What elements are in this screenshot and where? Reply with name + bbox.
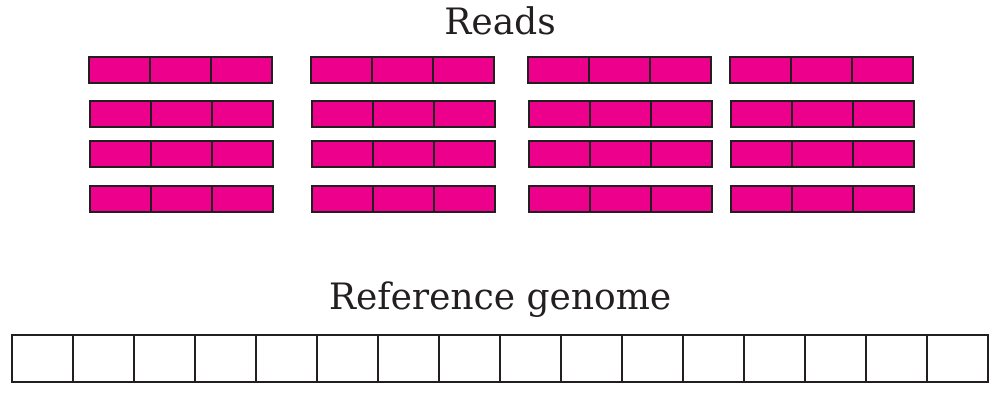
reference-segment [621, 334, 684, 383]
read [89, 140, 274, 168]
read-segment [650, 100, 713, 128]
read-segment [88, 56, 151, 84]
reference-segment [255, 334, 318, 383]
read-segment [527, 56, 590, 84]
read-segment [433, 185, 496, 213]
reads-area [88, 56, 915, 213]
reference-segment [72, 334, 135, 383]
read [730, 185, 915, 213]
read-segment [433, 140, 496, 168]
read [89, 100, 274, 128]
reference-segment [438, 334, 501, 383]
reference-segment [865, 334, 928, 383]
reference-segment [682, 334, 745, 383]
read-segment [851, 56, 914, 84]
read-segment [791, 185, 854, 213]
read-segment [372, 185, 435, 213]
read-segment [852, 100, 915, 128]
read [311, 140, 496, 168]
read-segment [311, 185, 374, 213]
reference-segment [194, 334, 257, 383]
reference-segment [11, 334, 74, 383]
read [528, 185, 713, 213]
read-segment [650, 140, 713, 168]
read-segment [729, 56, 792, 84]
read [527, 56, 712, 84]
read-segment [589, 100, 652, 128]
read [311, 185, 496, 213]
read-segment [311, 100, 374, 128]
read-segment [528, 185, 591, 213]
read-segment [790, 56, 853, 84]
read [88, 56, 273, 84]
reads-title: Reads [444, 2, 556, 43]
read-segment [432, 56, 495, 84]
read [730, 100, 915, 128]
read-segment [791, 140, 854, 168]
read [89, 185, 274, 213]
read-segment [730, 185, 793, 213]
read-segment [372, 100, 435, 128]
read-segment [210, 56, 273, 84]
read [729, 56, 914, 84]
read [528, 100, 713, 128]
read-segment [211, 100, 274, 128]
read-segment [211, 140, 274, 168]
read-segment [89, 185, 152, 213]
read-segment [650, 185, 713, 213]
read [730, 140, 915, 168]
read-segment [310, 56, 373, 84]
read-segment [588, 56, 651, 84]
read-segment [89, 100, 152, 128]
read [310, 56, 495, 84]
reference-segment [133, 334, 196, 383]
reference-segment [926, 334, 989, 383]
reference-segment [743, 334, 806, 383]
read-segment [730, 100, 793, 128]
read-segment [311, 140, 374, 168]
read-segment [372, 140, 435, 168]
read-segment [433, 100, 496, 128]
read-segment [89, 140, 152, 168]
read-segment [852, 140, 915, 168]
reference-segment [316, 334, 379, 383]
read-segment [528, 140, 591, 168]
read-segment [150, 185, 213, 213]
reference-genome-title: Reference genome [328, 277, 672, 318]
read-segment [149, 56, 212, 84]
reference-segment [499, 334, 562, 383]
read-segment [852, 185, 915, 213]
read-segment [589, 140, 652, 168]
read [528, 140, 713, 168]
read-segment [649, 56, 712, 84]
read-segment [589, 185, 652, 213]
reference-segment [804, 334, 867, 383]
reference-segment [560, 334, 623, 383]
read [311, 100, 496, 128]
reference-genome-bar [11, 334, 989, 383]
read-segment [791, 100, 854, 128]
read-segment [150, 100, 213, 128]
read-segment [371, 56, 434, 84]
read-segment [211, 185, 274, 213]
read-segment [528, 100, 591, 128]
reference-segment [377, 334, 440, 383]
read-segment [150, 140, 213, 168]
read-segment [730, 140, 793, 168]
